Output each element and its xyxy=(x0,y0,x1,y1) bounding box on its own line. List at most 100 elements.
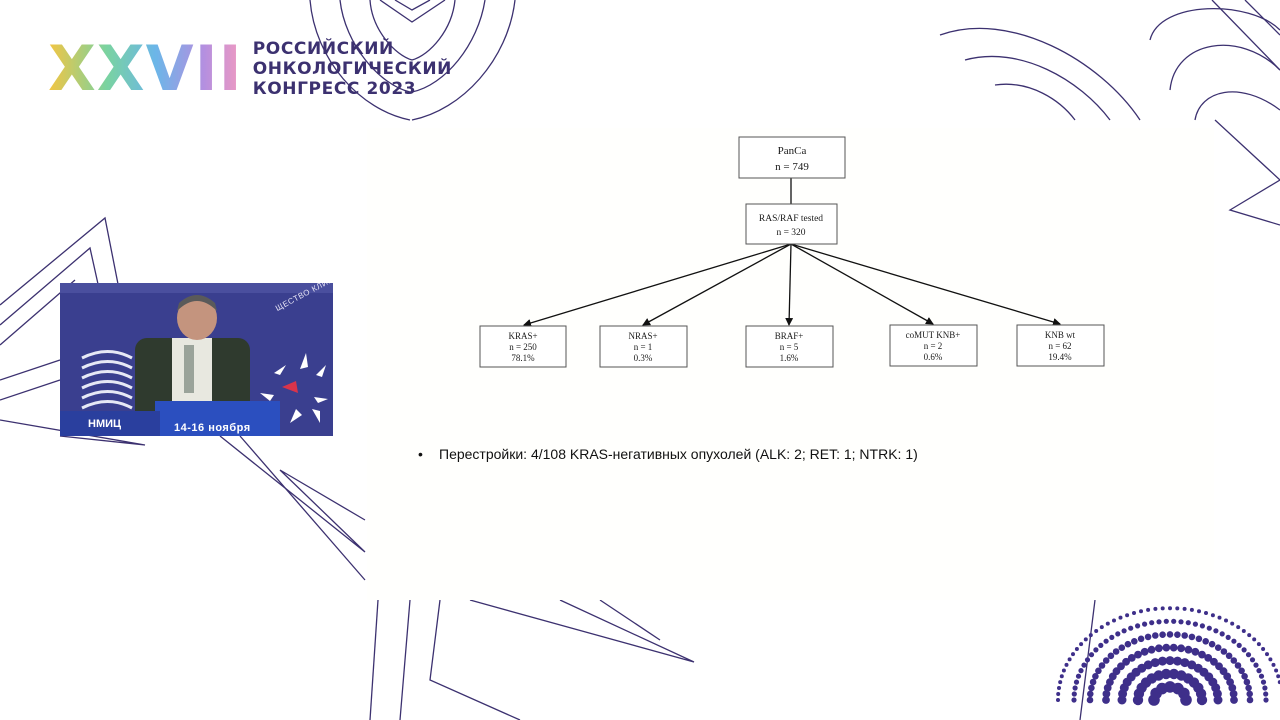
ornament-dot xyxy=(1118,644,1126,651)
ornament-dot xyxy=(1155,644,1163,653)
ornament-dot xyxy=(1268,657,1273,662)
ornament-dot xyxy=(1122,657,1130,666)
ornament-dot xyxy=(1098,642,1104,649)
ornament-dot xyxy=(1099,625,1104,630)
ornament-dot xyxy=(1196,694,1208,706)
node-nras-percent: 0.3% xyxy=(634,353,653,363)
left-star-ornament xyxy=(0,216,366,581)
ornament-dot xyxy=(1256,668,1262,674)
ornament-dot xyxy=(1189,607,1194,612)
ornament-dot xyxy=(1149,620,1155,626)
ornament-dot xyxy=(1078,668,1084,674)
ornament-dot xyxy=(1230,696,1238,704)
ornament-dot xyxy=(1263,697,1269,703)
connector-tested-nras xyxy=(642,243,792,326)
ornament-dot xyxy=(1214,644,1222,651)
ornament-dot xyxy=(1249,657,1256,663)
node-panca-label: PanCa xyxy=(778,145,807,157)
ornament-dot xyxy=(1150,658,1160,668)
ornament-dot xyxy=(1174,631,1181,638)
ornament-dot xyxy=(1245,652,1252,658)
node-nras-label: NRAS+ xyxy=(628,331,657,341)
ornament-dot xyxy=(1092,673,1099,680)
ornament-dot xyxy=(1198,650,1206,659)
ornament-dot xyxy=(1180,694,1192,706)
ornament-dot xyxy=(1188,633,1196,641)
ornament-dot xyxy=(1118,615,1123,620)
books-logo-icon xyxy=(81,350,133,410)
ornament-dot xyxy=(1160,606,1165,611)
ornament-dot xyxy=(1246,696,1254,704)
ornament-dot xyxy=(1102,657,1110,664)
ornament-dot xyxy=(1059,674,1064,679)
ornament-dot xyxy=(1105,621,1110,626)
connector-tested-knbwt xyxy=(790,243,1061,326)
ornament-dot xyxy=(1098,662,1106,669)
ornament-dot xyxy=(1166,631,1174,638)
ornament-dot xyxy=(1071,652,1075,657)
connector-tested-comut xyxy=(790,243,934,325)
video-date-text: 14-16 ноября xyxy=(174,422,251,434)
node-tested-label: RAS/RAF tested xyxy=(759,214,823,224)
logo-wordmark: РОССИЙСКИЙ ОНКОЛОГИЧЕСКИЙ КОНГРЕСС 2023 xyxy=(253,39,452,99)
arrows-emblem-icon xyxy=(260,353,328,423)
ornament-dot xyxy=(1243,678,1251,686)
top-ornament-medallion xyxy=(309,0,516,121)
ornament-dot xyxy=(1153,606,1158,611)
node-kras: KRAS+ n = 250 78.1% xyxy=(479,325,567,368)
ornament-dot xyxy=(1067,657,1072,662)
bullet-point: •Перестройки: 4/108 KRAS-негативных опух… xyxy=(418,446,918,462)
ornament-dot xyxy=(1124,640,1132,648)
ornament-dot xyxy=(1241,673,1248,680)
node-knbwt-label: KNB wt xyxy=(1045,330,1076,340)
ornament-dot xyxy=(1238,667,1245,675)
connector-tested-kras xyxy=(523,243,792,327)
ornament-dot xyxy=(1162,643,1171,652)
bottom-star-ornament xyxy=(369,599,1096,720)
ornament-dot xyxy=(1071,697,1077,703)
ornament-dot xyxy=(1117,662,1125,671)
ornament-dot xyxy=(1271,662,1276,667)
speaker-video[interactable]: НМИЦ 14-16 ноября ЩЕСТВО КЛИНИЧЕСК xyxy=(60,283,333,436)
ornament-dot xyxy=(1056,692,1061,696)
ornament-dot xyxy=(1095,667,1102,675)
ornament-dot xyxy=(1219,631,1225,637)
ornament-dot xyxy=(1277,680,1280,685)
ornament-dot xyxy=(1274,668,1279,673)
ornament-dot xyxy=(1184,645,1193,654)
node-nras: NRAS+ n = 1 0.3% xyxy=(599,325,688,368)
node-comut-percent: 0.6% xyxy=(924,352,943,362)
connector-tested-braf xyxy=(785,243,794,326)
ornament-dot xyxy=(1137,635,1145,643)
ornament-dot xyxy=(1169,643,1178,652)
ornament-dot xyxy=(1261,647,1266,651)
node-panca: PanCa n = 749 xyxy=(738,136,846,179)
ornament-dot xyxy=(1143,660,1153,670)
ornament-dot xyxy=(1204,654,1213,662)
node-tested-count: n = 320 xyxy=(776,228,805,238)
ornament-dot xyxy=(1152,632,1159,639)
ornament-dot xyxy=(1093,647,1099,653)
logo-numeral: XXVII xyxy=(48,32,243,105)
node-knb-wt: KNB wt n = 62 19.4% xyxy=(1016,324,1105,367)
ornament-dot xyxy=(1231,638,1237,644)
podium xyxy=(155,401,280,436)
node-comut-count: n = 2 xyxy=(924,341,943,351)
ornament-dot xyxy=(1127,654,1136,662)
slide-content: PanCa n = 749 RAS/RAF tested n = 320 KRA… xyxy=(367,128,1214,600)
ornament-dot xyxy=(1073,679,1080,685)
ornament-dot xyxy=(1208,640,1216,648)
ornament-dot xyxy=(1175,606,1180,611)
ornament-dot xyxy=(1102,696,1110,704)
ornament-dot xyxy=(1262,685,1268,691)
ornament-dot xyxy=(1195,635,1203,643)
ornament-dot xyxy=(1156,619,1162,625)
ornament-dot xyxy=(1168,606,1172,611)
ornament-dot xyxy=(1236,642,1242,649)
ornament-dot xyxy=(1246,690,1253,698)
node-comut-knb: coMUT KNB+ n = 2 0.6% xyxy=(889,324,978,367)
logo-line-3: КОНГРЕСС 2023 xyxy=(252,79,417,99)
node-panca-count: n = 749 xyxy=(775,161,809,173)
ornament-dot xyxy=(1171,618,1177,624)
ornament-dot xyxy=(1061,668,1066,673)
